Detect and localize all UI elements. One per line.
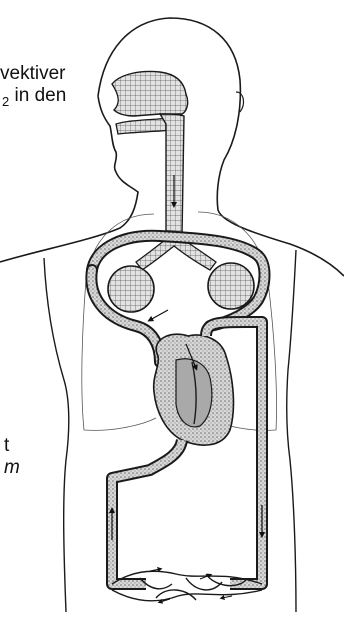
body-side-right — [287, 250, 296, 612]
bottom-label-line2: m — [4, 457, 20, 479]
top-label-suffix: in den — [9, 85, 66, 106]
nasal-cavity — [112, 72, 188, 117]
top-label-line2: 2 in den — [2, 85, 66, 113]
alveolus-left — [108, 266, 154, 312]
capillary-arrows — [150, 569, 232, 602]
vena-cava-fill — [112, 440, 182, 584]
bottom-label-line1: t — [4, 435, 20, 457]
pulmonary-arrow — [150, 310, 168, 320]
alveolus-right — [208, 263, 254, 309]
body-side-left — [44, 258, 69, 612]
top-label: vektiver 2 in den — [0, 63, 66, 113]
trachea — [160, 114, 184, 236]
bottom-label: t m — [4, 435, 20, 479]
top-label-line1: vektiver — [0, 63, 66, 85]
